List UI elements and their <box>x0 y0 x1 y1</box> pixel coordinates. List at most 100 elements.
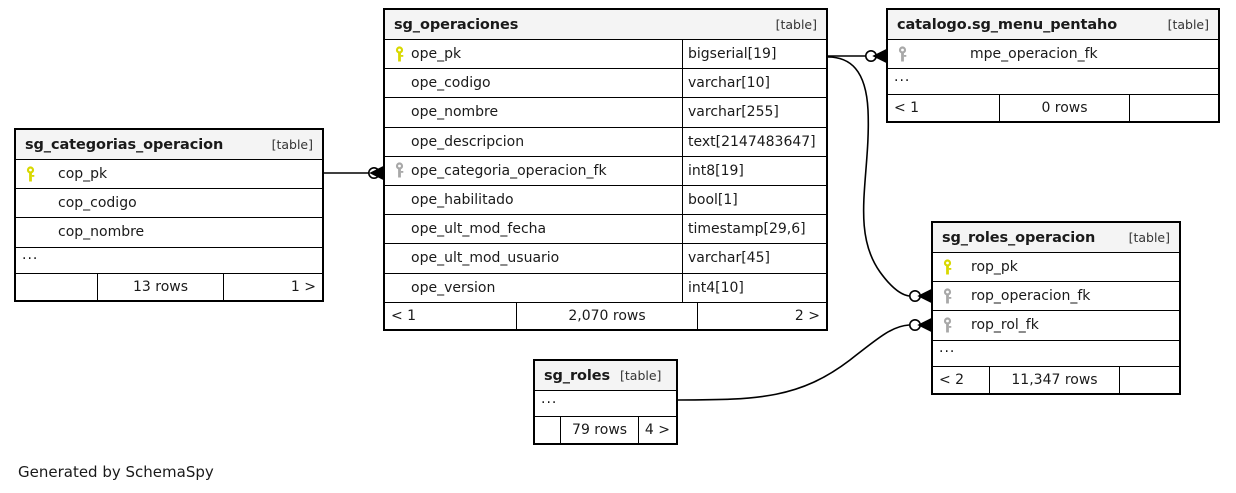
column-name: ope_ult_mod_usuario <box>411 250 560 267</box>
table-footer: 13 rows 1 > <box>16 273 322 300</box>
table-row[interactable]: cop_codigo <box>16 189 322 219</box>
table-row[interactable]: ope_descripcion text[2147483647] <box>385 127 826 157</box>
table-header: catalogo.sg_menu_pentaho [table] <box>888 10 1218 40</box>
table-row[interactable]: cop_nombre <box>16 218 322 248</box>
table-row[interactable]: rop_operacion_fk <box>933 282 1179 312</box>
table-header: sg_categorias_operacion [table] <box>16 130 322 160</box>
column-name: ope_descripcion <box>411 133 525 150</box>
table-type-tag: [table] <box>620 368 662 383</box>
table-row[interactable]: rop_rol_fk <box>933 311 1179 341</box>
footer-child-count[interactable]: 1 > <box>223 273 322 300</box>
table-sg-categorias-operacion[interactable]: sg_categorias_operacion [table] cop_pk c… <box>14 128 324 302</box>
table-header: sg_operaciones [table] <box>385 10 826 40</box>
column-name: rop_pk <box>971 259 1018 276</box>
column-type: timestamp[29,6] <box>682 215 826 244</box>
table-row[interactable]: ope_ult_mod_fecha timestamp[29,6] <box>385 215 826 245</box>
ellipsis-label: ... <box>22 247 39 264</box>
table-footer: < 1 0 rows <box>888 95 1218 122</box>
column-name: ope_pk <box>411 46 462 63</box>
column-name: ope_habilitado <box>411 192 514 209</box>
table-row[interactable]: ope_ult_mod_usuario varchar[45] <box>385 244 826 274</box>
footer-row-count: 79 rows <box>559 417 639 443</box>
column-type: varchar[255] <box>682 98 826 127</box>
table-row[interactable]: cop_pk <box>16 160 322 190</box>
footer-child-count[interactable] <box>1119 366 1179 393</box>
foreign-key-icon <box>894 45 910 63</box>
table-title: sg_categorias_operacion <box>25 136 224 153</box>
footer-parent-count[interactable] <box>16 274 97 300</box>
column-type: varchar[10] <box>682 69 826 98</box>
column-name: rop_operacion_fk <box>971 288 1091 305</box>
footer-parent-count[interactable]: < 1 <box>894 100 920 117</box>
edge-roles-roles-operacion <box>677 317 932 401</box>
footer-parent-count[interactable]: < 2 <box>939 371 965 388</box>
table-sg-roles-operacion[interactable]: sg_roles_operacion [table] rop_pk rop_op… <box>931 221 1181 395</box>
table-row[interactable]: ope_codigo varchar[10] <box>385 69 826 99</box>
table-type-tag: [table] <box>775 17 817 32</box>
footer-row-count: 0 rows <box>999 95 1129 122</box>
column-type: text[2147483647] <box>682 127 826 156</box>
foreign-key-icon <box>939 288 955 305</box>
column-name: ope_nombre <box>411 104 499 121</box>
more-columns-indicator[interactable]: ... <box>16 247 322 274</box>
column-name: cop_pk <box>58 166 108 183</box>
table-header: sg_roles [table] <box>535 361 676 391</box>
column-type: bool[1] <box>682 185 826 215</box>
table-sg-operaciones[interactable]: sg_operaciones [table] ope_pk bigserial[… <box>383 8 828 331</box>
foreign-key-icon <box>391 162 407 179</box>
column-name: rop_rol_fk <box>971 317 1039 334</box>
edge-categorias-operaciones <box>324 165 384 181</box>
generator-credit: Generated by SchemaSpy <box>18 463 214 481</box>
table-row[interactable]: rop_pk <box>933 253 1179 283</box>
table-type-tag: [table] <box>271 137 313 152</box>
footer-row-count: 2,070 rows <box>516 302 697 329</box>
footer-row-count: 13 rows <box>97 273 223 300</box>
edge-operaciones-menu-pentaho <box>828 48 887 64</box>
table-row[interactable]: ope_habilitado bool[1] <box>385 185 826 216</box>
table-row[interactable]: ope_version int4[10] <box>385 273 826 303</box>
footer-row-count: 11,347 rows <box>989 366 1119 393</box>
primary-key-icon <box>391 45 407 63</box>
footer-child-count[interactable]: 2 > <box>697 302 826 329</box>
column-type: int4[10] <box>682 273 826 302</box>
table-row[interactable]: ope_nombre varchar[255] <box>385 98 826 128</box>
table-row[interactable]: ope_categoria_operacion_fk int8[19] <box>385 156 826 186</box>
table-footer: 79 rows 4 > <box>535 417 676 443</box>
table-type-tag: [table] <box>1167 17 1209 32</box>
column-type: varchar[45] <box>682 244 826 273</box>
ellipsis-label: ... <box>939 340 956 357</box>
table-row[interactable]: mpe_operacion_fk <box>888 40 1218 70</box>
table-footer: < 1 2,070 rows 2 > <box>385 302 826 329</box>
table-type-tag: [table] <box>1128 230 1170 245</box>
table-title: sg_roles <box>544 367 611 384</box>
footer-parent-count[interactable]: < 1 <box>391 307 417 324</box>
column-name: cop_nombre <box>58 224 145 241</box>
column-name: ope_codigo <box>411 75 491 92</box>
ellipsis-label: ... <box>541 390 558 407</box>
column-name: mpe_operacion_fk <box>970 46 1098 63</box>
foreign-key-icon <box>939 317 955 334</box>
primary-key-icon <box>22 165 38 183</box>
footer-parent-count[interactable] <box>535 417 560 443</box>
table-title: sg_operaciones <box>394 16 519 33</box>
footer-child-count[interactable]: 4 > <box>638 417 676 443</box>
column-type: int8[19] <box>682 156 826 185</box>
table-title: catalogo.sg_menu_pentaho <box>897 16 1118 33</box>
column-name: ope_ult_mod_fecha <box>411 221 547 238</box>
column-name: cop_codigo <box>58 195 137 212</box>
table-sg-roles[interactable]: sg_roles [table] ... 79 rows 4 > <box>533 359 678 445</box>
more-columns-indicator[interactable]: ... <box>933 340 1179 367</box>
footer-child-count[interactable] <box>1129 95 1218 122</box>
ellipsis-label: ... <box>894 68 911 85</box>
table-footer: < 2 11,347 rows <box>933 366 1179 393</box>
table-row[interactable]: ope_pk bigserial[19] <box>385 40 826 70</box>
table-catalogo-sg-menu-pentaho[interactable]: catalogo.sg_menu_pentaho [table] mpe_ope… <box>886 8 1220 124</box>
table-title: sg_roles_operacion <box>942 229 1096 246</box>
more-columns-indicator[interactable]: ... <box>888 68 1218 96</box>
more-columns-indicator[interactable]: ... <box>535 391 676 417</box>
column-name: ope_version <box>411 279 496 296</box>
primary-key-icon <box>939 258 955 276</box>
table-header: sg_roles_operacion [table] <box>933 223 1179 253</box>
column-type: bigserial[19] <box>682 40 826 69</box>
